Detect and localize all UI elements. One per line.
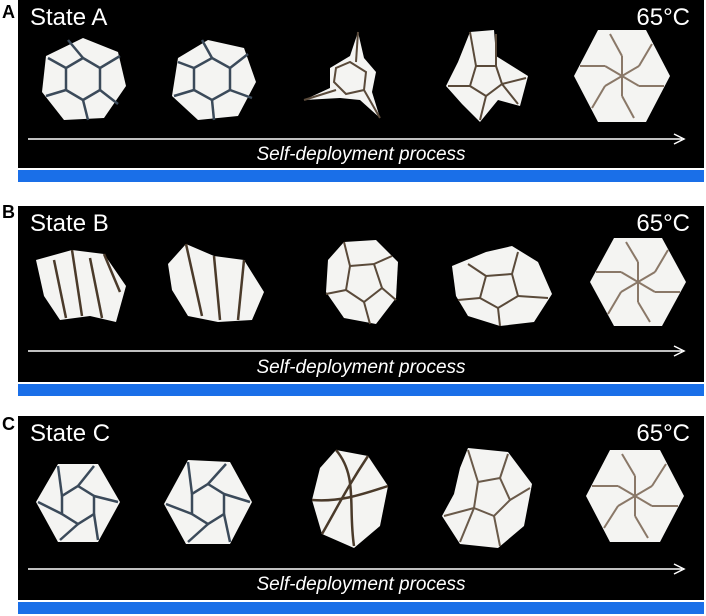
origami-c-stage-1 [36,464,120,542]
panel-letter-b: B [2,202,15,222]
state-label-b: State B [30,210,109,237]
origami-b-stage-5 [590,238,686,326]
blue-bar-a [18,170,704,182]
origami-b-stage-4 [452,246,552,327]
origami-c-stage-5 [586,450,684,542]
panel-a: State A 65°C [18,0,704,168]
origami-c-stage-4 [442,448,532,548]
panel-b: State B 65°C [18,206,704,382]
origami-a-stage-1 [42,38,126,121]
origami-c-stage-3 [311,449,389,548]
panel-c: State C 65°C [18,416,704,600]
panel-letter-a: A [2,2,15,22]
process-caption-b: Self-deployment process [256,357,466,378]
origami-c-stage-2 [164,460,252,544]
blue-bar-b [18,384,704,396]
process-caption-c: Self-deployment process [256,574,466,595]
temperature-label-a: 65°C [636,4,690,31]
process-arrow-b [28,345,686,357]
origami-b-stage-2 [168,243,264,322]
temperature-label-c: 65°C [636,420,690,447]
state-label-c: State C [30,420,111,447]
origami-a-stage-5 [574,30,670,122]
process-arrow-c [28,563,686,575]
process-arrow-a [28,133,686,145]
process-caption-a: Self-deployment process [256,144,466,165]
origami-b-stage-3 [325,240,398,325]
origami-b-stage-1 [36,249,126,322]
origami-a-stage-2 [172,39,256,121]
origami-a-stage-3 [303,31,381,119]
origami-a-stage-4 [446,30,528,122]
blue-bar-c [18,602,704,614]
state-label-a: State A [30,4,108,31]
panel-letter-c: C [2,414,15,434]
temperature-label-b: 65°C [636,210,690,237]
